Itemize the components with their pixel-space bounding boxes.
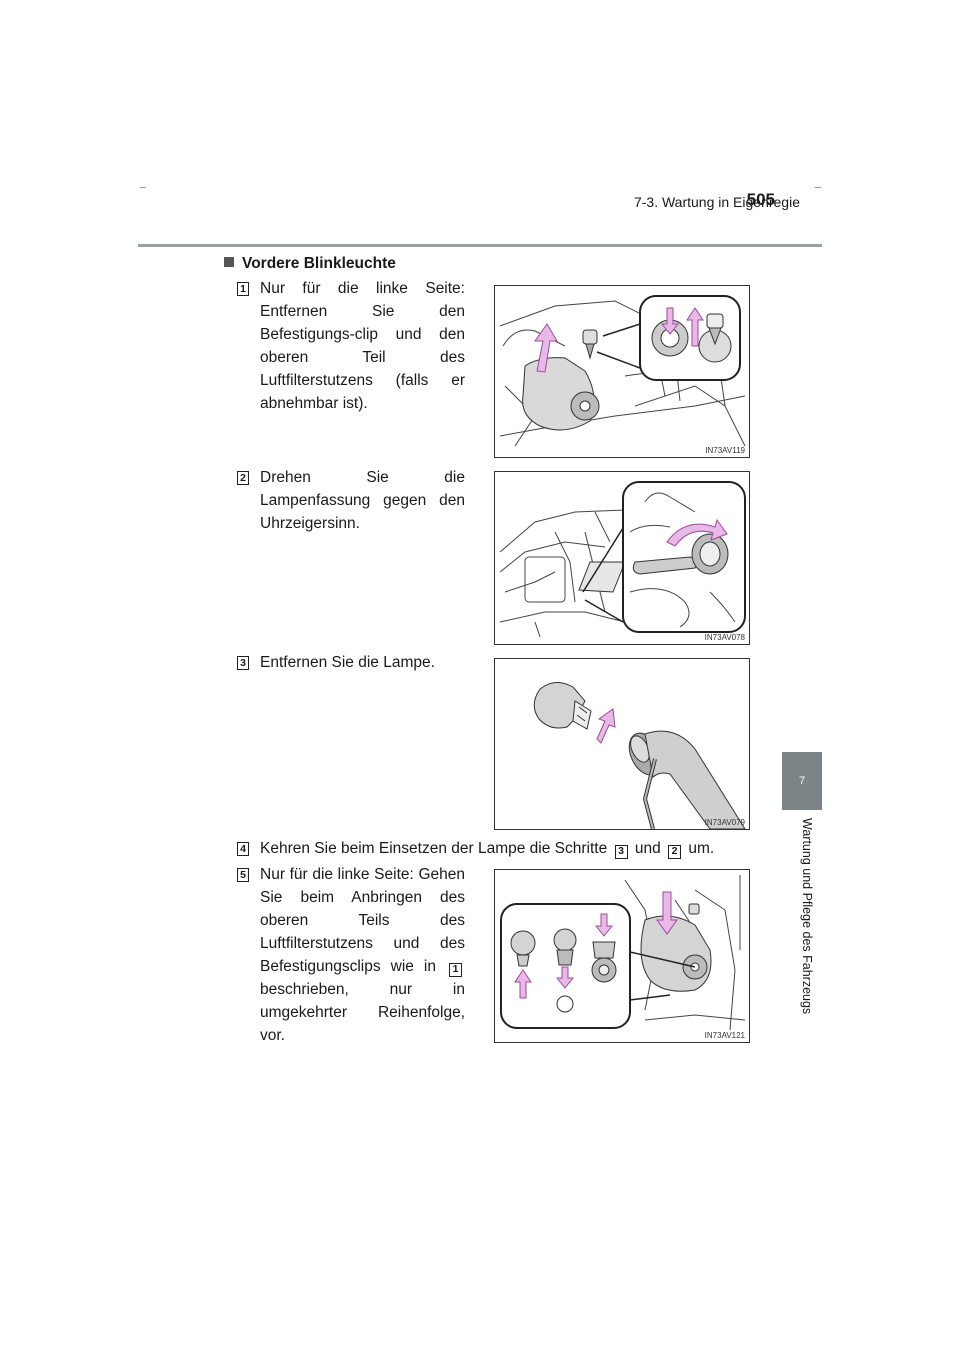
bulb-removal-illustration — [533, 682, 746, 829]
figure-step-1: IN73AV119 — [494, 285, 750, 458]
figure-code: IN73AV079 — [704, 818, 745, 827]
square-bullet-icon — [224, 257, 234, 267]
figure-step-5: IN73AV121 — [494, 869, 750, 1043]
crop-mark-left — [140, 187, 146, 188]
step-number-4: 4 — [237, 842, 249, 856]
header-divider — [138, 244, 822, 247]
figure-code: IN73AV121 — [704, 1031, 745, 1040]
step-4-text-after: um. — [688, 840, 715, 857]
step-text-2: Drehen Sie die Lampenfassung gegen den U… — [260, 469, 465, 532]
figure-step-2: IN73AV078 — [494, 471, 750, 645]
step-number-1: 1 — [237, 282, 249, 296]
step-ref-2: 2 — [668, 844, 682, 859]
step-text-5: Nur für die linke Seite: Gehen Sie beim … — [260, 863, 465, 1047]
figure-code: IN73AV119 — [705, 446, 745, 455]
step-4-text-middle: und — [634, 840, 661, 857]
crop-mark-right — [815, 187, 821, 188]
step-ref-1: 1 — [449, 962, 462, 977]
step-5-text-before: Nur für die linke Seite: Gehen Sie beim … — [260, 866, 465, 975]
section-title: Vordere Blinkleuchte — [224, 255, 396, 273]
chapter-tab-label: Wartung und Pflege des Fahrzeugs — [800, 818, 814, 1015]
section-title-text: Vordere Blinkleuchte — [242, 255, 396, 272]
chapter-tab-number: 7 — [798, 775, 806, 787]
engine-bay-clip-illustration — [499, 295, 746, 447]
step-number-3: 3 — [237, 656, 249, 670]
step-ref-3: 3 — [614, 844, 628, 859]
figure-step-3: IN73AV079 — [494, 658, 750, 830]
step-5-text-after: beschrieben, nur in umgekehrter Reihenfo… — [260, 981, 465, 1044]
step-text-1: Nur für die linke Seite: Entfernen Sie d… — [260, 280, 465, 412]
step-4-text-before: Kehren Sie beim Einsetzen der Lampe die … — [260, 840, 608, 857]
clip-reinstall-illustration — [500, 875, 746, 1031]
step-text-3: Entfernen Sie die Lampe. — [260, 654, 435, 671]
step-text-4: Kehren Sie beim Einsetzen der Lampe die … — [260, 837, 730, 860]
figure-code: IN73AV078 — [704, 633, 745, 642]
lamp-socket-rotate-illustration — [499, 481, 746, 638]
page-number: 505 — [746, 190, 775, 209]
step-number-2: 2 — [237, 471, 249, 485]
chapter-tab: 7 — [782, 752, 822, 810]
step-number-5: 5 — [237, 868, 249, 882]
chapter-heading: 7-3. Wartung in Eigenregie — [633, 194, 800, 210]
